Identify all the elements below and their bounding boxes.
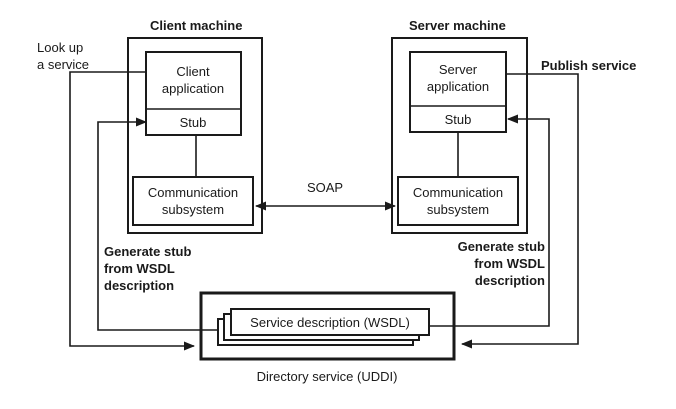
- client-application-label-1: Client: [176, 64, 210, 79]
- client-communication-box: [132, 176, 254, 226]
- directory-service: Service description (WSDL) Directory ser…: [199, 291, 456, 384]
- lookup-label-2: a service: [37, 57, 89, 72]
- client-application-label-2: application: [162, 81, 224, 96]
- client-generate-label-3: description: [104, 278, 174, 293]
- client-stub-label: Stub: [180, 115, 207, 130]
- server-machine-title: Server machine: [409, 18, 506, 33]
- client-generate-label-2: from WSDL: [104, 261, 175, 276]
- client-communication-label-2: subsystem: [162, 202, 224, 217]
- server-generate-stub-arrow: [429, 114, 550, 327]
- server-application-box: [409, 51, 507, 133]
- client-machine-title: Client machine: [150, 18, 242, 33]
- server-stub-label: Stub: [445, 112, 472, 127]
- publish-label: Publish service: [541, 58, 636, 73]
- service-description-label: Service description (WSDL): [250, 315, 410, 330]
- server-communication-label-2: subsystem: [427, 202, 489, 217]
- server-machine: Server machine Server application Stub C…: [391, 18, 528, 234]
- server-generate-label-2: from WSDL: [474, 256, 545, 271]
- server-generate-label-3: description: [475, 273, 545, 288]
- client-machine: Client machine Client application Stub C…: [127, 18, 263, 234]
- lookup-service-arrow: [69, 71, 196, 351]
- wsdl-doc-front: [230, 308, 430, 336]
- server-communication-label-1: Communication: [413, 185, 503, 200]
- server-communication-box: [397, 176, 519, 226]
- client-communication-label-1: Communication: [148, 185, 238, 200]
- soap-label: SOAP: [307, 180, 343, 195]
- server-application-label-1: Server: [439, 62, 478, 77]
- client-generate-label-1: Generate stub: [104, 244, 191, 259]
- directory-service-caption: Directory service (UDDI): [257, 369, 398, 384]
- server-application-label-2: application: [427, 79, 489, 94]
- publish-service-arrow: [460, 73, 579, 349]
- server-generate-label-1: Generate stub: [458, 239, 545, 254]
- client-generate-stub-arrow: [97, 117, 218, 331]
- client-application-box: [145, 51, 242, 136]
- lookup-label-1: Look up: [37, 40, 83, 55]
